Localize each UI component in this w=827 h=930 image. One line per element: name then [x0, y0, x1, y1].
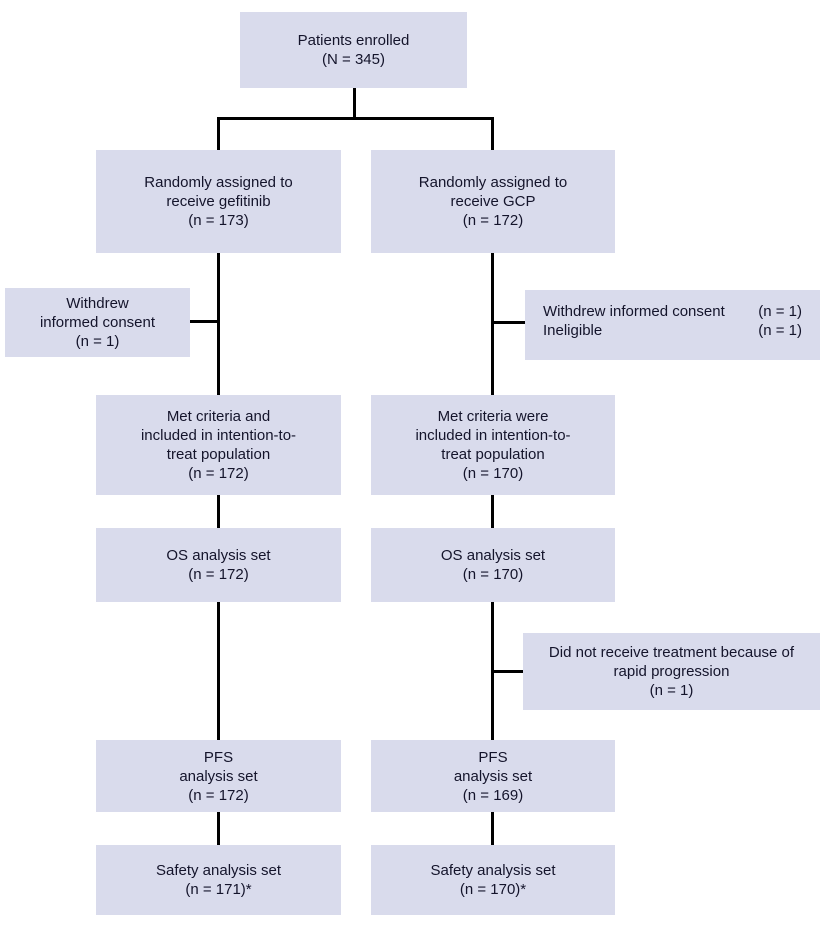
- box-randomized-gcp-count: (n = 172): [462, 212, 524, 229]
- connector-itt-to-os-left: [217, 495, 220, 528]
- box-itt-gcp-text: treat population: [441, 446, 545, 463]
- box-itt-gefitinib: Met criteria and included in intention-t…: [96, 395, 341, 495]
- connector-branch-right-down: [491, 117, 494, 150]
- connector-itt-to-os-right: [491, 495, 494, 528]
- box-pfs-gefitinib: PFS analysis set (n = 172): [96, 740, 341, 812]
- box-safety-gefitinib-text: Safety analysis set: [155, 862, 282, 879]
- connector-branch-left-down: [217, 117, 220, 150]
- connector-pfs-to-safety-right: [491, 812, 494, 845]
- box-pfs-gcp-text: PFS: [478, 748, 508, 766]
- connector-pfs-to-safety-left: [217, 812, 220, 845]
- box-os-gcp-count: (n = 170): [462, 566, 524, 583]
- box-os-gefitinib: OS analysis set (n = 172): [96, 528, 341, 602]
- box-withdrew-gefitinib-text: informed consent: [39, 314, 156, 331]
- box-pfs-gefitinib-count: (n = 172): [188, 786, 249, 804]
- box-randomized-gefitinib-text: receive gefitinib: [166, 193, 271, 210]
- box-itt-gcp-text: Met criteria were: [437, 408, 549, 425]
- box-randomized-gefitinib: Randomly assigned to receive gefitinib (…: [96, 150, 341, 253]
- box-os-gcp-text: OS analysis set: [440, 547, 546, 564]
- box-withdrew-gcp: Withdrew informed consent (n = 1) Inelig…: [525, 290, 820, 360]
- box-os-gefitinib-count: (n = 172): [188, 566, 249, 583]
- box-itt-gefitinib-count: (n = 172): [188, 465, 249, 482]
- box-pfs-gefitinib-text: analysis set: [179, 767, 258, 785]
- box-pfs-gefitinib-text: PFS: [203, 748, 234, 766]
- box-safety-gcp-text: Safety analysis set: [430, 862, 556, 879]
- box-safety-gefitinib-count: (n = 171)*: [185, 881, 252, 898]
- box-withdrew-gcp-label: Withdrew informed consent: [543, 303, 725, 320]
- box-itt-gefitinib-text: included in intention-to-: [140, 427, 297, 444]
- box-patients-enrolled-text: Patients enrolled: [297, 32, 410, 49]
- connector-gcp-to-itt: [491, 253, 494, 395]
- box-withdrew-gefitinib-text: Withdrew: [66, 295, 129, 312]
- connector-branch-horizontal: [217, 117, 494, 120]
- box-withdrew-gcp-row: Ineligible (n = 1): [543, 321, 802, 340]
- box-no-treatment-gcp-text: Did not receive treatment because of: [548, 644, 795, 661]
- box-itt-gcp-text: included in intention-to-: [415, 427, 571, 444]
- box-withdrew-gefitinib-count: (n = 1): [75, 333, 120, 350]
- box-withdrew-gefitinib: Withdrew informed consent (n = 1): [5, 288, 190, 357]
- box-withdrew-gcp-label: Ineligible: [543, 322, 603, 339]
- connector-gefitinib-to-itt: [217, 253, 220, 395]
- box-itt-gefitinib-text: treat population: [166, 446, 271, 463]
- box-safety-gcp: Safety analysis set (n = 170)*: [371, 845, 615, 915]
- box-withdrew-gcp-row: Withdrew informed consent (n = 1): [543, 302, 802, 321]
- box-patients-enrolled: Patients enrolled (N = 345): [240, 12, 467, 88]
- box-itt-gcp-count: (n = 170): [462, 465, 524, 482]
- box-randomized-gefitinib-text: Randomly assigned to: [144, 174, 293, 191]
- box-os-gefitinib-text: OS analysis set: [166, 547, 271, 564]
- box-randomized-gcp-text: receive GCP: [450, 193, 536, 210]
- box-no-treatment-gcp-text: rapid progression: [613, 663, 730, 680]
- box-randomized-gcp-text: Randomly assigned to: [418, 174, 568, 191]
- box-no-treatment-gcp: Did not receive treatment because of rap…: [523, 633, 820, 710]
- box-randomized-gcp: Randomly assigned to receive GCP (n = 17…: [371, 150, 615, 253]
- box-itt-gcp: Met criteria were included in intention-…: [371, 395, 615, 495]
- box-pfs-gcp-text: analysis set: [453, 767, 533, 785]
- connector-withdrew-gefitinib: [188, 320, 220, 323]
- box-itt-gefitinib-text: Met criteria and: [166, 408, 271, 425]
- connector-withdrew-gcp: [491, 321, 525, 324]
- box-safety-gcp-count: (n = 170)*: [459, 881, 527, 898]
- box-no-treatment-gcp-count: (n = 1): [649, 682, 694, 699]
- box-pfs-gcp: PFS analysis set (n = 169): [371, 740, 615, 812]
- box-os-gcp: OS analysis set (n = 170): [371, 528, 615, 602]
- box-withdrew-gcp-count: (n = 1): [758, 322, 802, 339]
- connector-no-treatment-gcp: [491, 670, 523, 673]
- box-safety-gefitinib: Safety analysis set (n = 171)*: [96, 845, 341, 915]
- box-withdrew-gcp-count: (n = 1): [758, 303, 802, 320]
- connector-enrolled-down: [353, 88, 356, 120]
- box-pfs-gcp-count: (n = 169): [462, 786, 524, 804]
- box-randomized-gefitinib-count: (n = 173): [188, 212, 249, 229]
- box-patients-enrolled-count: (N = 345): [322, 51, 385, 68]
- connector-os-to-pfs-left: [217, 602, 220, 740]
